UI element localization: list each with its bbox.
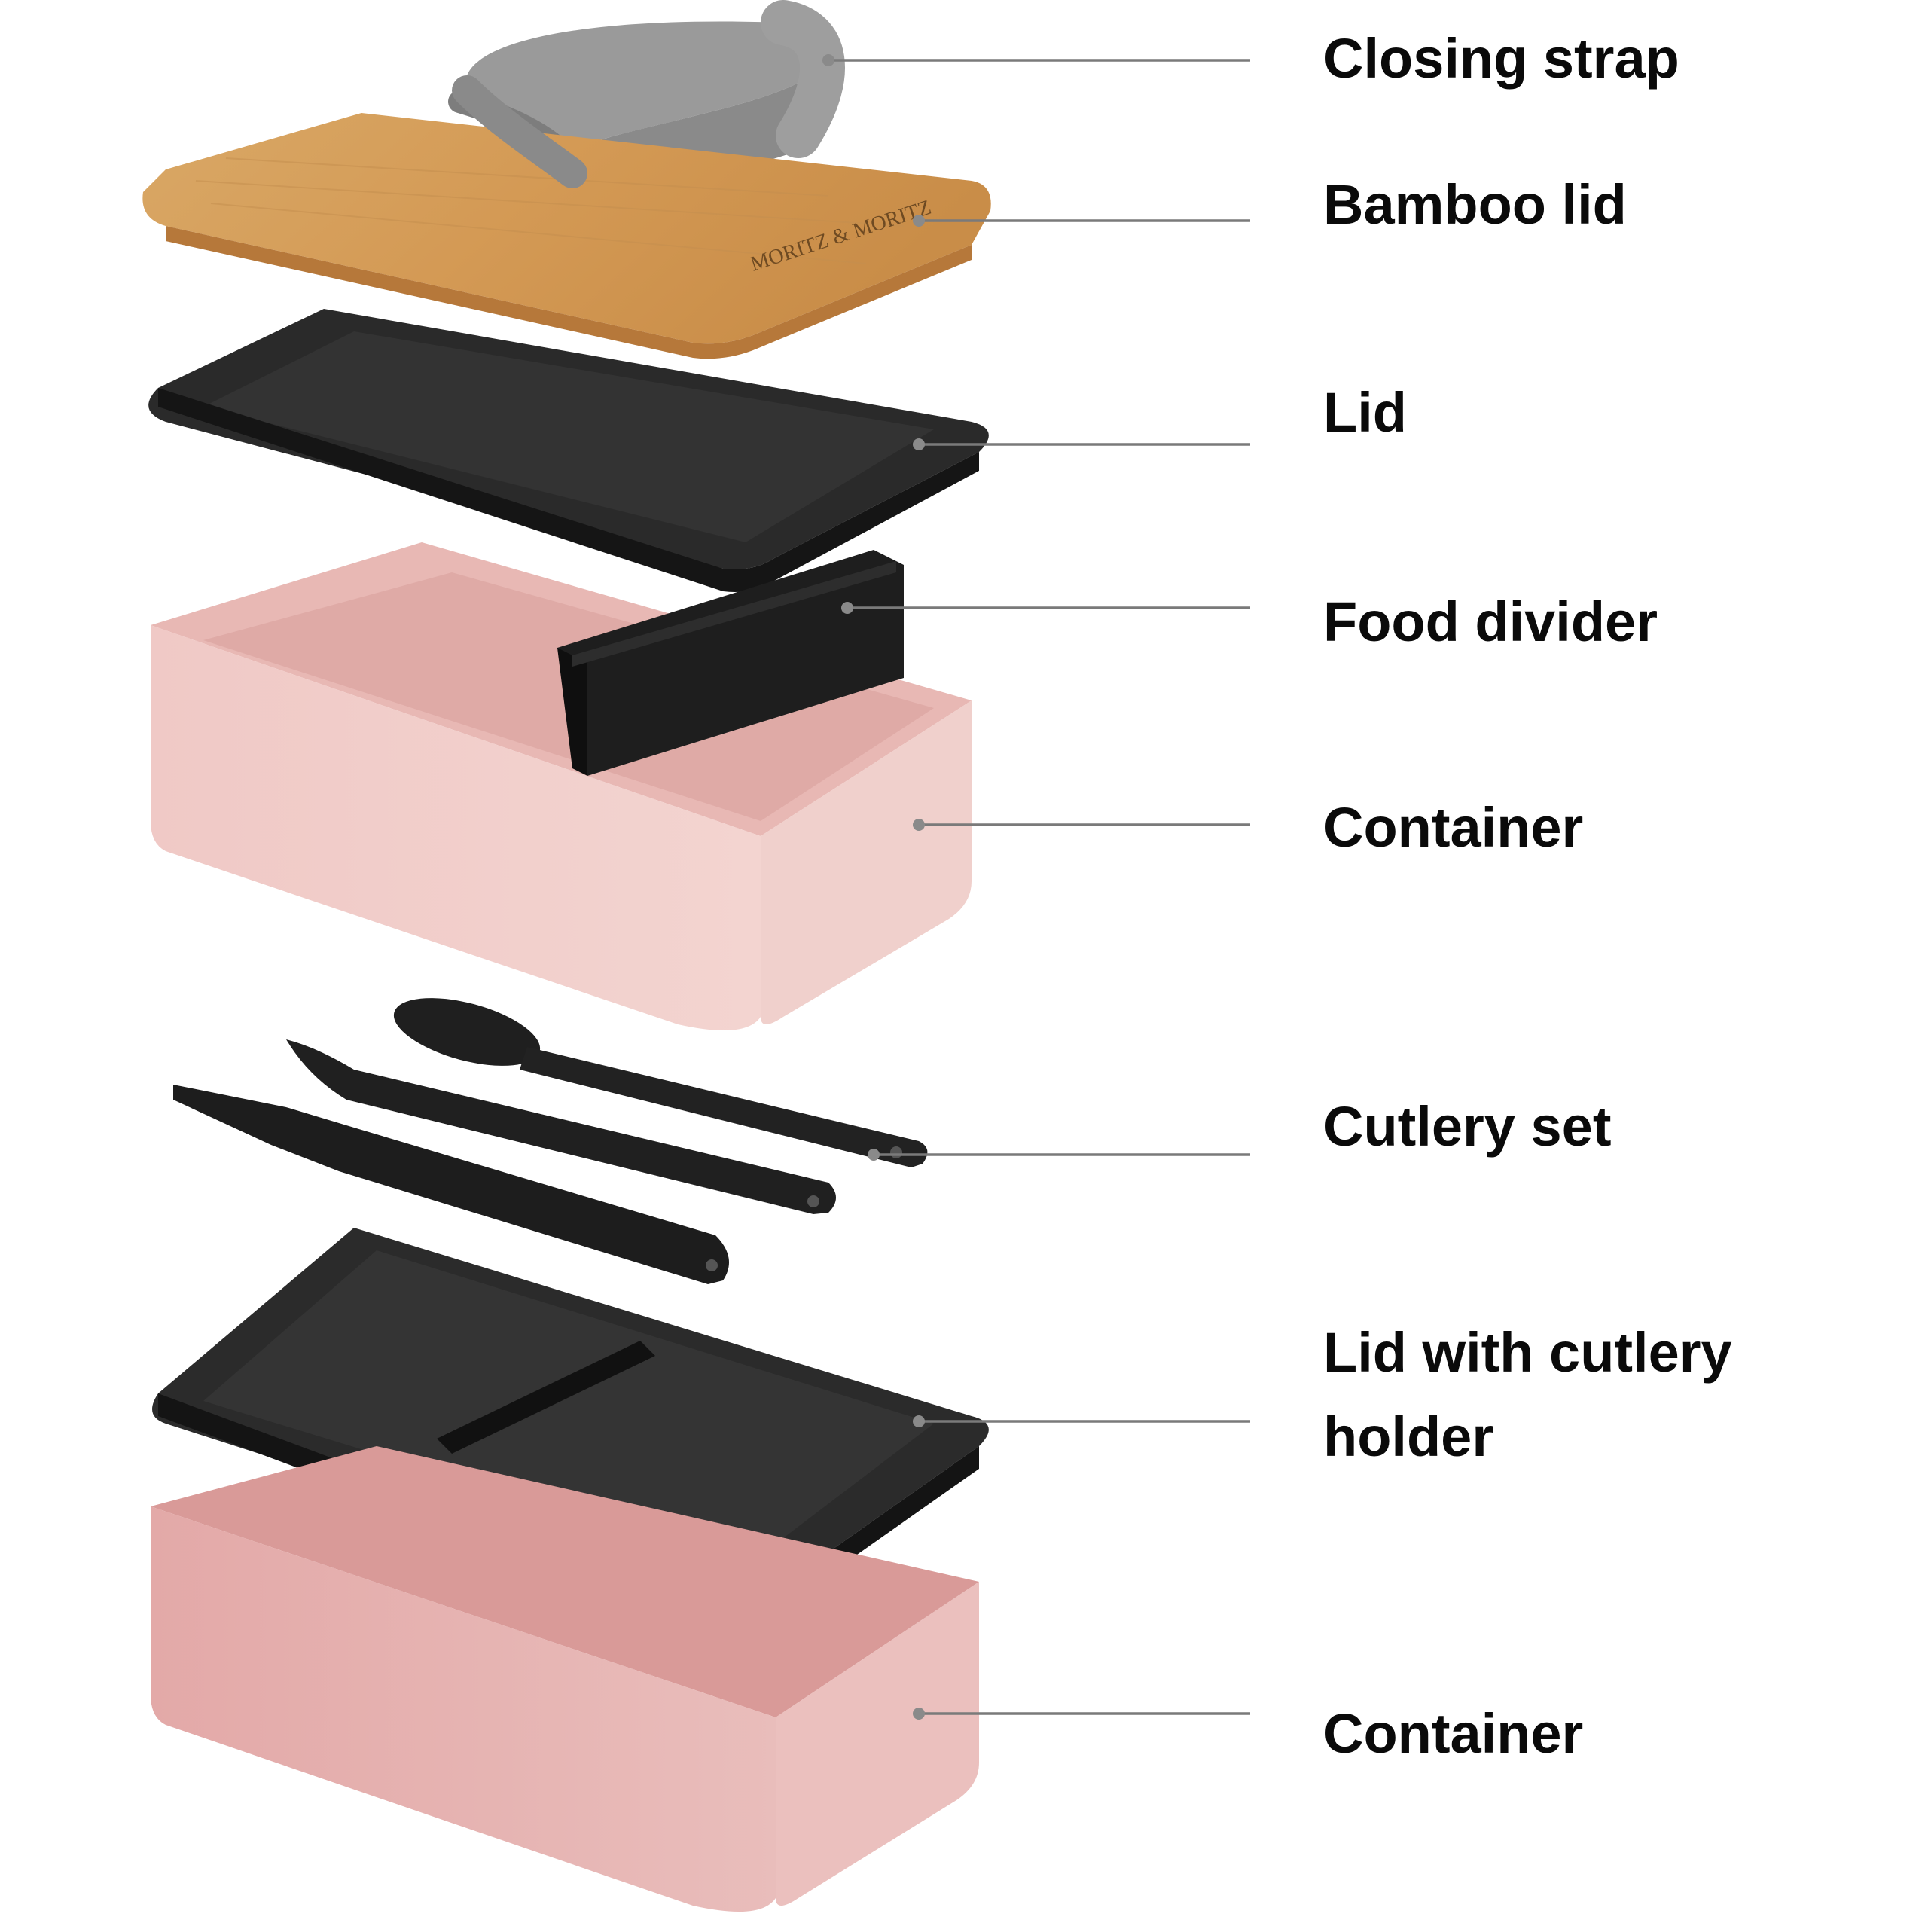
anchor-bamboo-lid	[913, 215, 925, 227]
anchor-food-divider	[841, 602, 853, 614]
anchor-closing-strap	[822, 54, 834, 66]
container-bottom-illustration	[151, 1446, 979, 1912]
anchor-lid-cutlery-holder	[913, 1415, 925, 1427]
anchor-lid	[913, 438, 925, 450]
label-container-bottom: Container	[1323, 1702, 1584, 1765]
label-lid-cutlery-holder-line1: Lid with cutlery	[1323, 1321, 1732, 1384]
anchor-container-bottom	[913, 1708, 925, 1720]
cutlery-set-illustration	[173, 998, 928, 1284]
label-lid-cutlery-holder-line2: holder	[1323, 1406, 1494, 1468]
label-food-divider: Food divider	[1323, 591, 1658, 653]
label-bamboo-lid: Bamboo lid	[1323, 173, 1627, 236]
anchor-cutlery-set	[868, 1149, 880, 1161]
leader-lines	[822, 54, 1250, 1720]
label-cutlery-set: Cutlery set	[1323, 1095, 1612, 1158]
lid-cutlery-holder-illustration	[152, 1228, 989, 1624]
label-closing-strap: Closing strap	[1323, 27, 1679, 90]
label-lid: Lid	[1323, 381, 1407, 444]
container-top-illustration	[151, 542, 972, 1030]
label-container-top: Container	[1323, 796, 1584, 859]
anchor-container-top	[913, 819, 925, 831]
bamboo-lid-illustration: MORITZ & MORITZ	[142, 75, 991, 359]
black-lid-illustration	[148, 309, 989, 592]
food-divider-illustration	[557, 550, 904, 776]
